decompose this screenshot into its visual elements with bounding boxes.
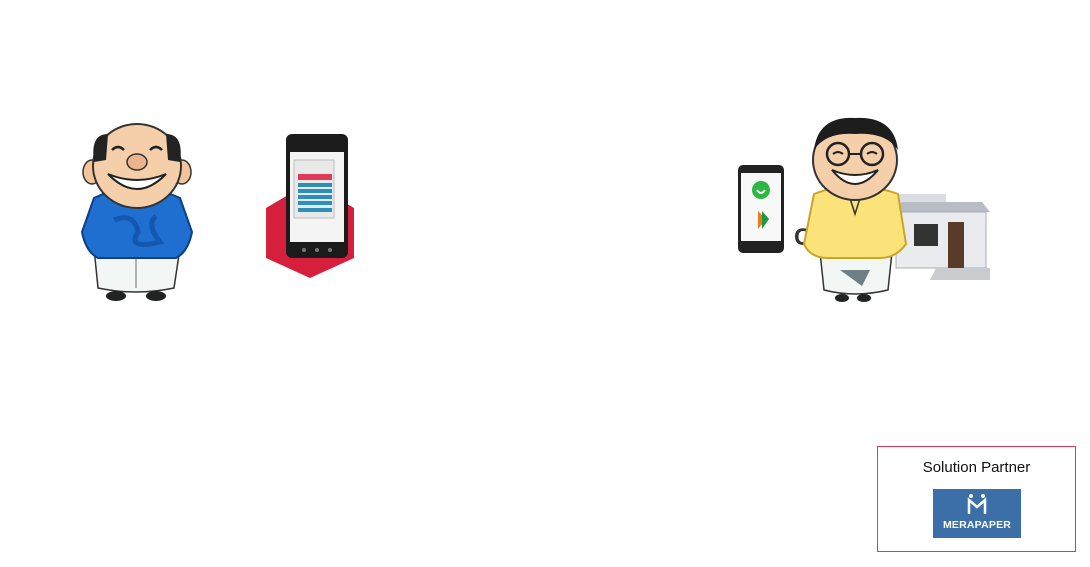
phone-document-icon: [266, 134, 354, 278]
solution-partner-box: Solution Partner MERAPAPER: [877, 446, 1076, 552]
merapaper-mark-icon: [967, 494, 987, 514]
merapaper-logo[interactable]: MERAPAPER: [933, 489, 1021, 538]
phone-whatsapp-bhim-icon: [738, 165, 784, 253]
man-blue-shirt-illustration: [80, 123, 194, 301]
merapaper-logo-text: MERAPAPER: [942, 519, 1012, 531]
village-house-illustration: [894, 194, 990, 280]
man-yellow-shirt-illustration: [802, 117, 908, 302]
solution-partner-title: Solution Partner: [922, 459, 1031, 476]
